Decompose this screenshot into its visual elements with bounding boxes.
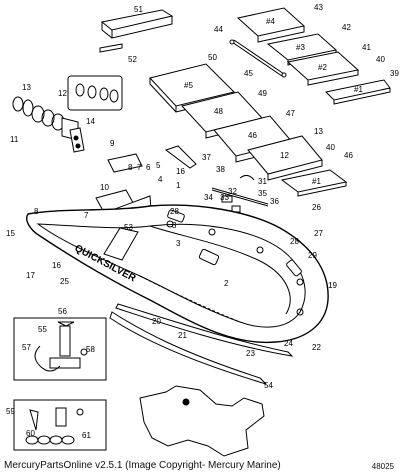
callout-50: 50 (208, 53, 217, 62)
callout-16a: 16 (176, 167, 185, 176)
callout-40b: 40 (326, 143, 335, 152)
callout-6: 6 (146, 163, 151, 172)
part-61-boat-cover (139, 385, 265, 457)
callout-29: 29 (308, 251, 317, 260)
label-board-1: #1 (312, 177, 321, 186)
part-14-handle (69, 127, 85, 153)
callout-60: 61 (82, 431, 91, 440)
callout-32: 32 (228, 187, 237, 196)
floorboard-upper-4 (236, 7, 306, 43)
callout-40: 40 (376, 55, 385, 64)
label-board-upper-1: #1 (354, 85, 363, 94)
callout-10: 10 (100, 183, 109, 192)
callout-15: 15 (6, 229, 15, 238)
inflatable-boat-hull (26, 204, 329, 344)
floorboard-1 (280, 169, 348, 197)
part-58-repair-kit (13, 399, 107, 451)
callout-22: 54 (264, 381, 273, 390)
callout-19: 20 (152, 317, 161, 326)
callout-24: 22 (312, 343, 321, 352)
callout-7b: 7 (84, 211, 89, 220)
part-54-pump-kit (13, 317, 107, 381)
callout-49: 49 (258, 89, 267, 98)
callout-20: 21 (178, 331, 187, 340)
label-board-3: 46 (248, 131, 257, 140)
callout-8b: 8 (34, 207, 39, 216)
callout-38: 38 (216, 165, 225, 174)
callout-21: 23 (246, 349, 255, 358)
label-board-upper-4: #4 (266, 17, 275, 26)
callout-27: 27 (314, 229, 323, 238)
callout-59: 60 (26, 429, 35, 438)
callout-47: 13 (314, 127, 323, 136)
callout-13: 13 (22, 83, 31, 92)
callout-8a: 8 (128, 163, 133, 172)
callout-26: 26 (312, 203, 321, 212)
callout-52: 52 (128, 55, 137, 64)
figure-id: 48025 (371, 462, 394, 471)
callout-33: 33 (220, 193, 229, 202)
callout-35: 35 (258, 189, 267, 198)
callout-31: 31 (258, 177, 267, 186)
callout-36: 36 (270, 197, 279, 206)
callout-23: 24 (284, 339, 293, 348)
callout-2: 2 (224, 279, 229, 288)
part-12-orings (67, 75, 123, 111)
part-45-rod (229, 39, 287, 78)
callout-39: 39 (390, 69, 399, 78)
callout-17: 17 (26, 271, 35, 280)
callout-55: 57 (22, 343, 31, 352)
callout-4: 4 (158, 175, 163, 184)
callout-54: 56 (58, 307, 67, 316)
callout-25: 19 (328, 281, 337, 290)
label-board-upper-2: #2 (318, 63, 327, 72)
callout-12: 12 (58, 89, 67, 98)
callout-28a: 28 (170, 207, 179, 216)
callout-43: 43 (314, 3, 323, 12)
part-51-cover (100, 9, 174, 39)
callout-5: 5 (156, 161, 161, 170)
callout-37: 37 (202, 153, 211, 162)
callout-18: 25 (60, 277, 69, 286)
label-board-upper-3: #3 (296, 43, 305, 52)
callout-3a: 3 (172, 221, 177, 230)
callout-57: 58 (86, 345, 95, 354)
callout-41: 41 (362, 43, 371, 52)
label-board-5: #5 (184, 81, 193, 90)
floorboard-upper-1 (324, 79, 391, 105)
seat-hardware (211, 174, 269, 213)
callout-labels: 51 52 43 44 42 41 40 39 45 50 #4 #3 #2 #… (6, 3, 399, 440)
callout-42: 42 (342, 23, 351, 32)
callout-9: 9 (110, 139, 115, 148)
copyright-footer: MercuryPartsOnline v2.5.1 (Image Copyrig… (4, 460, 281, 471)
label-board-2: 12 (280, 151, 289, 160)
callout-56: 55 (38, 325, 47, 334)
label-board-4: 48 (214, 107, 223, 116)
part-37-oar (164, 145, 197, 169)
callout-1: 1 (176, 181, 181, 190)
callout-7a: 7 (137, 163, 142, 172)
part-20-keel-strip (115, 303, 294, 357)
callout-51: 51 (134, 5, 143, 14)
part-22-rub-strip (109, 311, 267, 385)
part-9-plate (107, 153, 143, 173)
callout-34: 34 (204, 193, 213, 202)
callout-48: 47 (286, 109, 295, 118)
callout-14: 14 (86, 117, 95, 126)
callout-53: 53 (124, 223, 133, 232)
callout-16b: 16 (52, 261, 61, 270)
callout-44: 44 (214, 25, 223, 34)
callout-3b: 3 (176, 239, 181, 248)
callout-28b: 28 (290, 237, 299, 246)
callout-46: 46 (344, 151, 353, 160)
floorboard-upper-2 (286, 51, 360, 86)
callout-45: 45 (244, 69, 253, 78)
callout-11: 11 (10, 135, 19, 144)
callout-58: 59 (6, 407, 15, 416)
part-52-strip (99, 43, 123, 53)
floorboard-2 (247, 135, 323, 181)
